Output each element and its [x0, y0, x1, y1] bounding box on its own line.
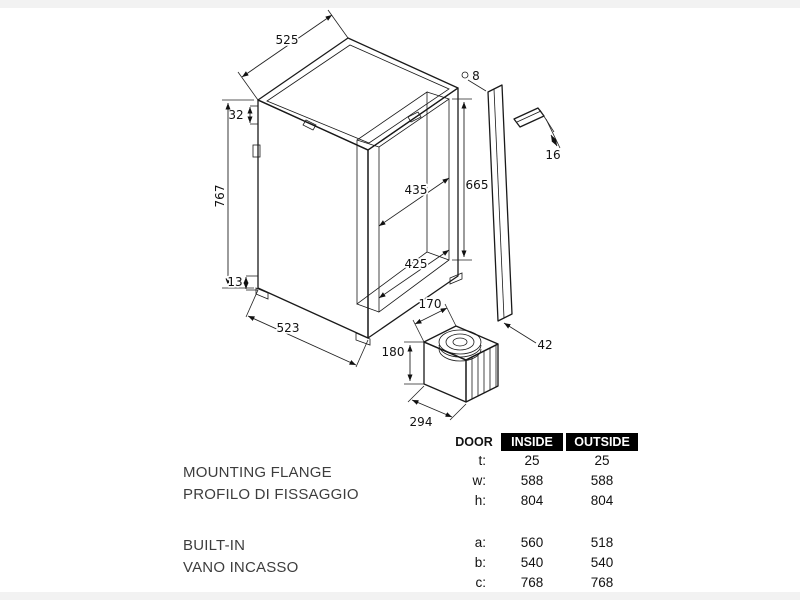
- lock-detail: [252, 144, 261, 158]
- mounting-flange-label-it: PROFILO DI FISSAGGIO: [183, 486, 359, 503]
- flange-tab-left: [302, 119, 317, 131]
- dim-hole-diameter: 8: [472, 69, 480, 83]
- row-c-label: c:: [475, 575, 486, 590]
- table-header-inside: INSIDE: [501, 433, 563, 451]
- dim-unit-depth: 294: [410, 415, 433, 429]
- dim-bottom-offset: 13: [227, 275, 242, 289]
- dim-inner-width-top: 435: [405, 183, 428, 197]
- diameter-symbol: [461, 71, 469, 79]
- flange-tab-right: [407, 111, 422, 123]
- foot-left: [255, 287, 269, 300]
- row-b-inside: 540: [520, 555, 544, 570]
- dim-top-depth: 525: [276, 33, 299, 47]
- built-in-label-en: BUILT-IN: [183, 537, 246, 554]
- door-flange-bracket: [513, 107, 545, 128]
- table-header-door: DOOR: [455, 435, 493, 449]
- row-a-inside: 560: [520, 535, 544, 550]
- row-h-inside: 804: [520, 493, 544, 508]
- page-top-border: [0, 0, 800, 8]
- foot-front: [355, 332, 371, 346]
- unit-side-face: [465, 343, 499, 403]
- dimension-table: DOOR INSIDE OUTSIDE t: 25 25 w: 588 588 …: [450, 433, 638, 593]
- row-b-outside: 540: [590, 555, 614, 570]
- condenser-coil: [438, 329, 482, 362]
- row-b-label: b:: [474, 555, 486, 570]
- dim-unit-width: 170: [419, 297, 442, 311]
- top-flange-frame: [266, 44, 450, 144]
- built-in-label-it: VANO INCASSO: [183, 559, 299, 576]
- unit-top-face: [423, 325, 499, 361]
- door-panel: [487, 84, 545, 322]
- dim-bottom-depth: 523: [277, 321, 300, 335]
- row-h-outside: 804: [590, 493, 614, 508]
- table-section-gap: [450, 511, 638, 533]
- row-t-label: t:: [478, 453, 486, 468]
- table-header-outside: OUTSIDE: [566, 433, 638, 451]
- row-c-inside: 768: [520, 575, 544, 590]
- row-w-inside: 588: [520, 473, 544, 488]
- row-t-inside: 25: [524, 453, 540, 468]
- foot-right: [449, 272, 463, 285]
- mounting-flange-label: MOUNTING FLANGE PROFILO DI FISSAGGIO: [183, 462, 359, 506]
- dim-inner-width-bottom: 425: [405, 257, 428, 271]
- row-w-label: w:: [472, 473, 487, 488]
- row-t-outside: 25: [594, 453, 610, 468]
- dimension-annotations: 525 8 32 767 13 523 435 425: [211, 9, 562, 431]
- dim-door-bottom-gap: 42: [537, 338, 552, 352]
- dim-unit-height: 180: [382, 345, 405, 359]
- unit-front-face: [423, 341, 467, 403]
- row-a-label: a:: [474, 535, 486, 550]
- condenser-fins: [471, 345, 497, 399]
- dim-door-flange: 16: [545, 148, 560, 162]
- compressor-unit: [423, 325, 499, 403]
- row-a-outside: 518: [590, 535, 614, 550]
- cabinet-front-face: [367, 87, 459, 339]
- mounting-flange-label-en: MOUNTING FLANGE: [183, 464, 332, 481]
- dim-inner-height: 665: [466, 178, 489, 192]
- row-w-outside: 588: [590, 473, 614, 488]
- cabinet-top-face: [257, 37, 459, 151]
- built-in-label: BUILT-IN VANO INCASSO: [183, 535, 298, 579]
- page-bottom-border: [0, 592, 800, 600]
- row-h-label: h:: [474, 493, 486, 508]
- dim-height: 767: [213, 185, 227, 208]
- dim-flange-offset-top: 32: [228, 108, 243, 122]
- row-c-outside: 768: [590, 575, 614, 590]
- door-slab: [487, 84, 513, 322]
